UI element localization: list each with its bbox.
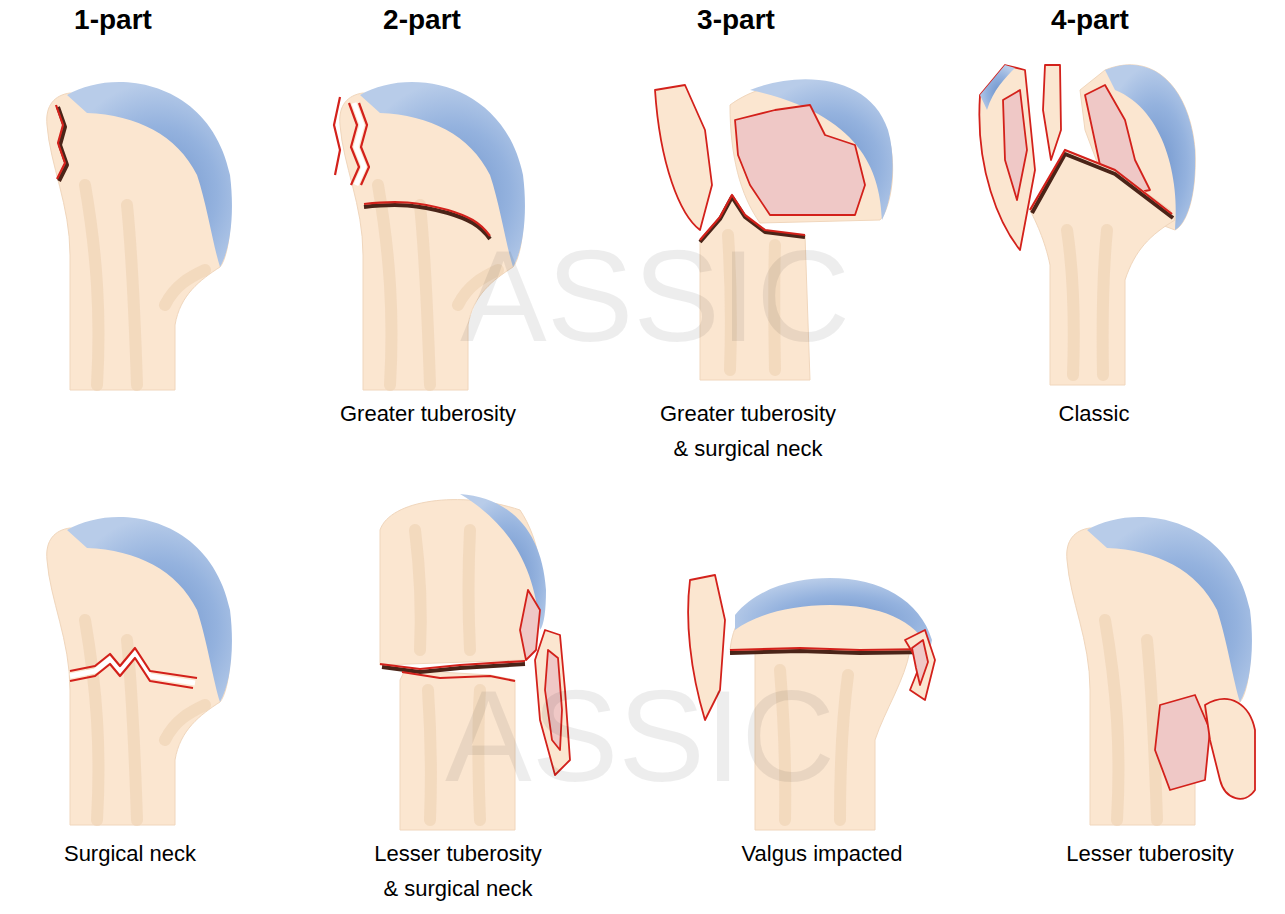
svg-part — [47, 517, 232, 825]
bone-shade — [428, 690, 431, 820]
bone-fx — [70, 648, 197, 678]
fracture-caption: Surgical neck — [10, 836, 250, 871]
bone-frag — [979, 65, 1035, 250]
bone-fxdark — [1032, 154, 1173, 218]
one-part-surgical-neck — [47, 517, 232, 825]
bone-frag — [655, 85, 712, 230]
fracture-caption: Valgus impacted — [702, 836, 942, 871]
bone-surf — [735, 105, 865, 215]
watermark: ASSIC — [425, 225, 885, 368]
bone-fxdark — [730, 651, 930, 653]
fracture-caption: Classic — [994, 396, 1194, 431]
bone-frag — [905, 630, 935, 700]
bone-surf — [912, 640, 928, 685]
bone-shade — [1067, 230, 1074, 375]
bone-fx — [1030, 150, 1172, 214]
bone-fx — [334, 97, 340, 175]
bone-fx — [349, 103, 359, 185]
bone-fx — [359, 103, 369, 185]
fracture-caption: Greater tuberosity — [298, 396, 558, 431]
svg-part — [47, 82, 232, 390]
fracture-caption: Lesser tuberosity — [1030, 836, 1270, 871]
bone-shade — [1103, 230, 1107, 375]
bone-fx — [730, 648, 930, 650]
bone-frag — [1043, 65, 1061, 160]
bone-surf — [1155, 695, 1210, 790]
fracture-caption: Lesser tuberosity & surgical neck — [367, 836, 549, 906]
column-heading: 4-part — [1015, 2, 1165, 38]
bone-frag — [1205, 699, 1255, 799]
column-heading: 2-part — [347, 2, 497, 38]
four-part-classic — [979, 65, 1195, 385]
bone-shade — [469, 530, 471, 650]
bone-surf — [1003, 90, 1027, 200]
column-heading: 3-part — [661, 2, 811, 38]
one-part-greater-tuberosity — [47, 82, 232, 390]
bone-fx — [56, 105, 65, 179]
bone-fx — [70, 658, 193, 688]
four-part-lesser-tuberosity — [1067, 517, 1255, 825]
bone-cap — [735, 578, 932, 650]
bone-shade — [415, 530, 421, 650]
column-heading: 1-part — [38, 2, 188, 38]
bone-surf — [520, 590, 540, 660]
bone-shade — [840, 675, 848, 820]
watermark: ASSIC — [410, 665, 870, 808]
fracture-caption: Greater tuberosity & surgical neck — [653, 396, 843, 466]
bone-bone — [1030, 150, 1175, 385]
